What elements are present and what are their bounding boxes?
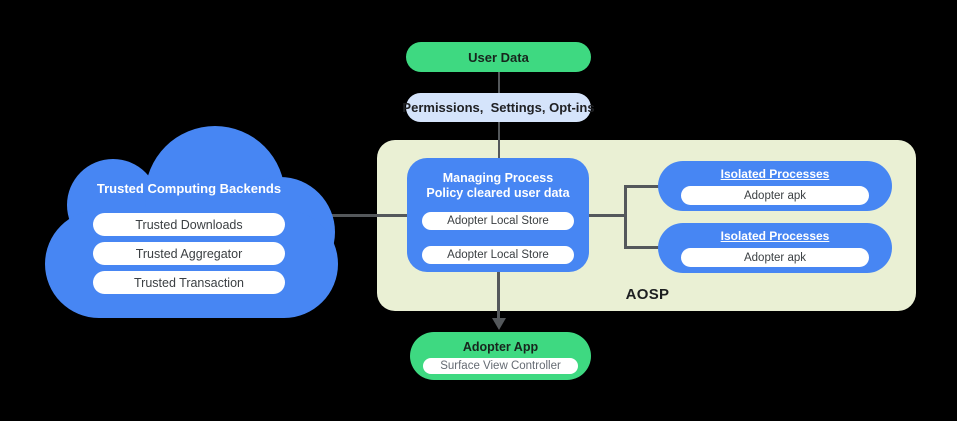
connector-managing-branch (588, 214, 626, 217)
trusted-transaction-pill: Trusted Transaction (93, 271, 285, 294)
managing-process-title-line1: Managing Process (442, 171, 554, 185)
aosp-label: AOSP (625, 285, 670, 303)
managing-process-title-line2: Policy cleared user data (426, 186, 570, 200)
isolated-process-node: Isolated Processes Adopter apk (658, 223, 892, 273)
trusted-aggregator-pill: Trusted Aggregator (93, 242, 285, 265)
connector-branch-bottom (624, 246, 659, 249)
connector-permissions-managing (498, 122, 500, 159)
connector-cloud-managing (328, 214, 410, 217)
arrow-down-icon (492, 318, 506, 330)
isolated-process-title: Isolated Processes (720, 167, 830, 181)
adopter-apk-pill: Adopter apk (681, 248, 869, 267)
adopter-app-title: Adopter App (462, 340, 539, 354)
isolated-process-title: Isolated Processes (720, 229, 830, 243)
isolated-process-node: Isolated Processes Adopter apk (658, 161, 892, 211)
managing-process-node: Managing Process Policy cleared user dat… (407, 158, 589, 272)
adopter-apk-pill: Adopter apk (681, 186, 869, 205)
adopter-local-store-pill: Adopter Local Store (422, 246, 574, 264)
managing-process-title: Managing Process Policy cleared user dat… (407, 171, 589, 201)
trusted-downloads-pill: Trusted Downloads (93, 213, 285, 236)
surface-view-controller-pill: Surface View Controller (423, 358, 578, 374)
adopter-local-store-pill: Adopter Local Store (422, 212, 574, 230)
connector-branch-vertical (624, 185, 627, 249)
connector-managing-adopterapp (497, 272, 500, 319)
user-data-node: User Data (406, 42, 591, 72)
permissions-settings-optins-node: Permissions, Settings, Opt-ins (402, 93, 595, 122)
connector-userdata-permissions (498, 72, 500, 94)
cloud-title: Trusted Computing Backends (96, 181, 282, 196)
connector-branch-top (624, 185, 659, 188)
adopter-app-node: Adopter App Surface View Controller (410, 332, 591, 380)
